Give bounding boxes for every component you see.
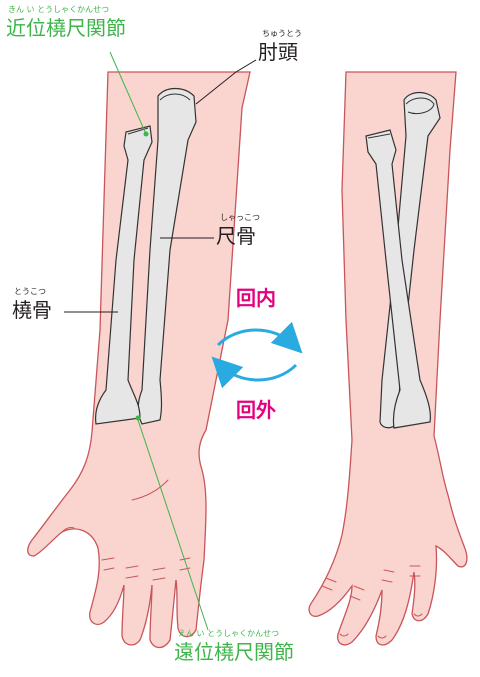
radius-label: 橈骨: [12, 300, 52, 320]
ulna-ruby: しゃっこつ: [220, 214, 260, 222]
arrow-pronation-icon: [218, 330, 294, 345]
distal-joint-label: 遠位橈尺関節: [174, 642, 294, 662]
radius-ruby: とうこつ: [14, 288, 46, 296]
olecranon-label: 肘頭: [258, 42, 298, 62]
supination-label: 回外: [236, 400, 276, 420]
left-arm: [28, 72, 250, 648]
ulna-label: 尺骨: [216, 226, 256, 246]
proximal-joint-label: 近位橈尺関節: [6, 18, 126, 38]
right-arm: [309, 72, 467, 645]
distal-joint-ruby: えん い とうしゃくかんせつ: [178, 630, 279, 638]
olecranon-ruby: ちゅうとう: [262, 30, 302, 38]
pronation-label: 回内: [236, 288, 276, 308]
proximal-joint-ruby: きん い とうしゃくかんせつ: [8, 6, 109, 14]
arrow-supination-icon: [220, 365, 296, 380]
